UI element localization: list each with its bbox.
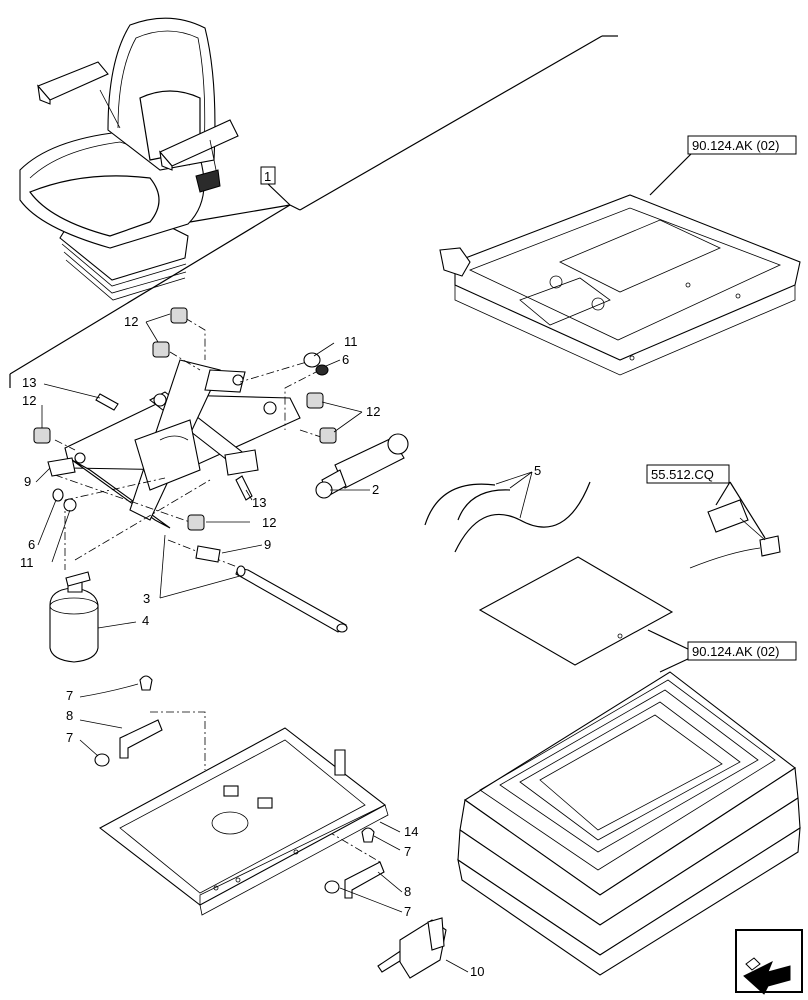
air-hoses: [424, 481, 591, 553]
shock-absorber: [315, 433, 409, 499]
callout-12b: 12: [366, 404, 380, 419]
air-spring: [49, 571, 99, 663]
svg-text:90.124.AK (02): 90.124.AK (02): [692, 138, 779, 153]
reference-bottom: 90.124.AK (02): [647, 629, 797, 673]
callout-9b: 9: [264, 537, 271, 552]
callout-labels: 12 11 6 13 12 12 9 2 13 12 5 6 9 11 3 4 …: [20, 314, 541, 979]
callout-7d: 7: [404, 904, 411, 919]
leader-lines: [35, 313, 533, 973]
callout-8b: 8: [404, 884, 411, 899]
callout-7a: 7: [66, 688, 73, 703]
callout-10: 10: [470, 964, 484, 979]
callout-12a: 12: [124, 314, 138, 329]
callout-1: 1: [189, 166, 301, 223]
callout-11a: 11: [344, 334, 358, 349]
callout-7b: 7: [66, 730, 73, 745]
bellows-cover: [457, 671, 801, 976]
cover-plate: [478, 556, 674, 666]
callout-3: 3: [143, 591, 150, 606]
callout-2: 2: [372, 482, 379, 497]
callout-13b: 13: [252, 495, 266, 510]
callout-7c: 7: [404, 844, 411, 859]
svg-text:1: 1: [264, 169, 271, 184]
brackets-and-caps: [94, 675, 385, 899]
base-plate: [98, 727, 389, 916]
seat-switch-harness: [689, 499, 781, 569]
callout-12d: 12: [262, 515, 276, 530]
seat-assembly: [19, 17, 239, 301]
svg-text:90.124.AK (02): 90.124.AK (02): [692, 644, 779, 659]
latch-assembly: [377, 917, 447, 979]
callout-4: 4: [142, 613, 149, 628]
reference-top: 90.124.AK (02): [649, 135, 797, 196]
callout-6a: 6: [342, 352, 349, 367]
callout-11b: 11: [20, 555, 34, 570]
svg-text:55.512.CQ: 55.512.CQ: [651, 467, 714, 482]
callout-14: 14: [404, 824, 418, 839]
reference-mid: 55.512.CQ: [646, 464, 766, 539]
callout-12c: 12: [22, 393, 36, 408]
callout-6b: 6: [28, 537, 35, 552]
mounting-plate-top: [439, 194, 801, 376]
callout-8a: 8: [66, 708, 73, 723]
callout-9a: 9: [24, 474, 31, 489]
callout-13a: 13: [22, 375, 36, 390]
next-page-arrow-icon[interactable]: [735, 929, 803, 995]
scissor-frame: [64, 359, 301, 529]
section-divider-lines: [9, 35, 618, 388]
small-parts: [33, 307, 348, 633]
callout-5: 5: [534, 463, 541, 478]
